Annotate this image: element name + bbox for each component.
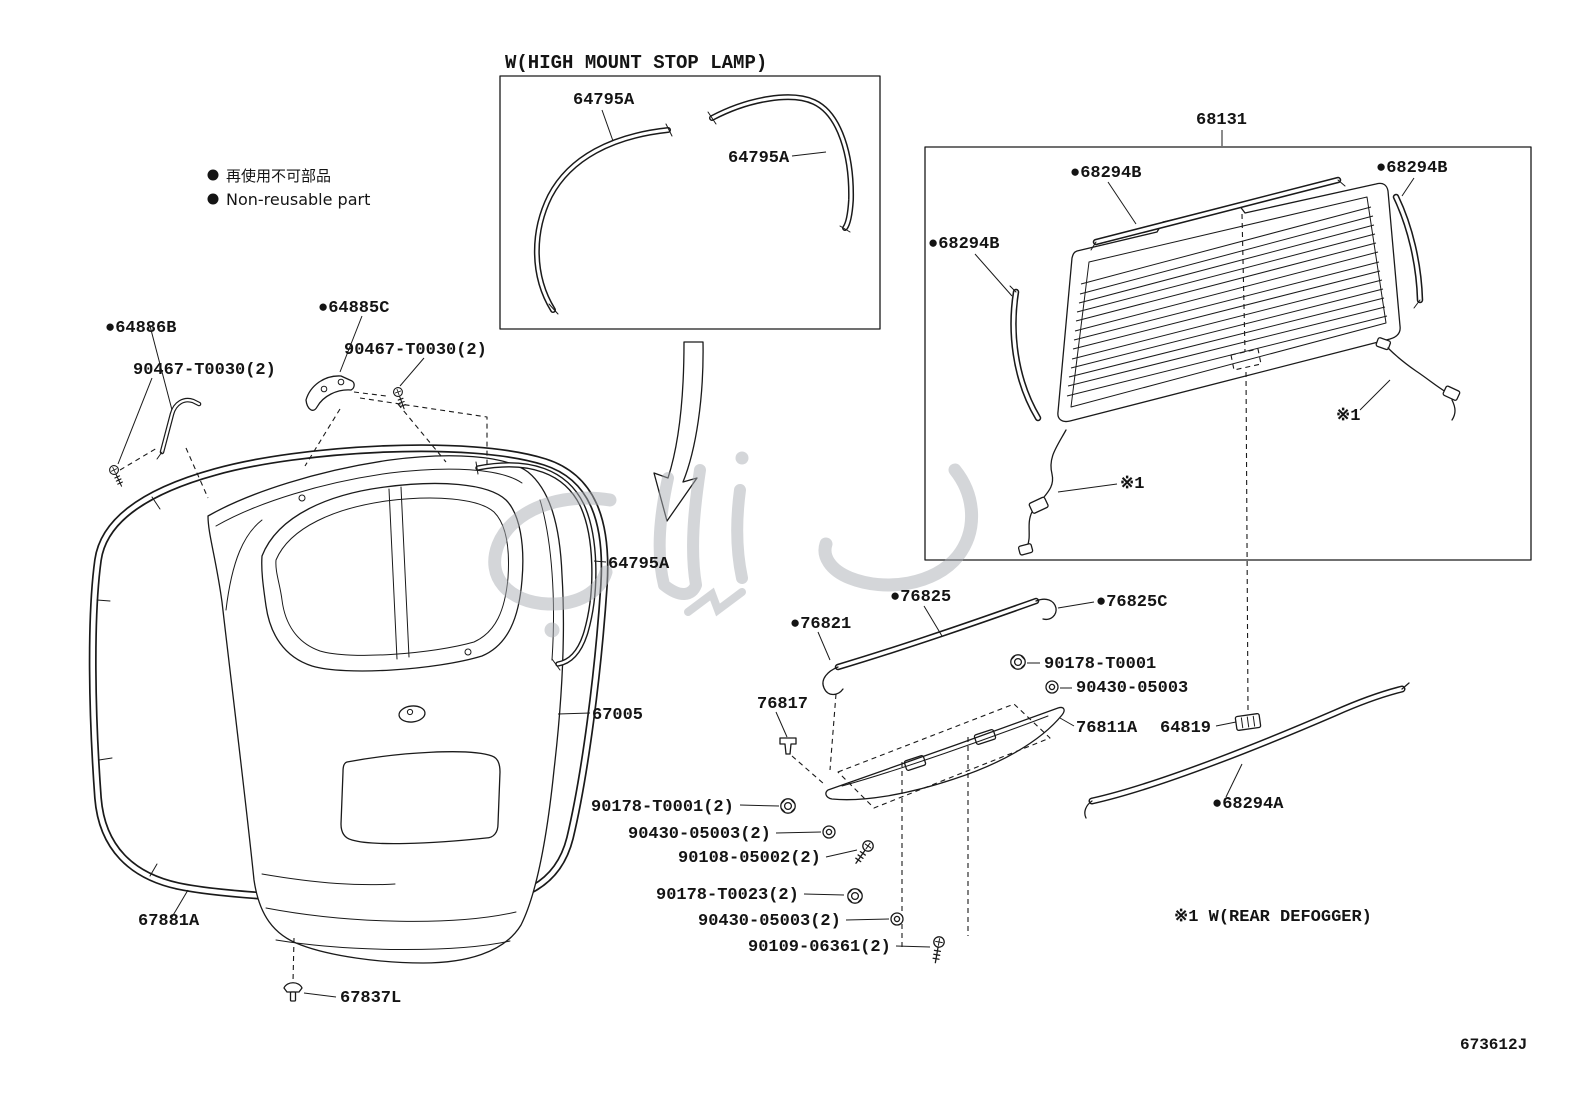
part-label-68294b-right: ●68294B bbox=[1376, 159, 1447, 178]
garnish-dashed-alignment bbox=[791, 693, 1051, 950]
part-label-67005: 67005 bbox=[592, 706, 643, 725]
watermark bbox=[488, 451, 978, 638]
ref-label-left: ※1 bbox=[1120, 475, 1144, 494]
stop-lamp-box-title: W(HIGH MOUNT STOP LAMP) bbox=[505, 52, 767, 74]
part-label-67837l: 67837L bbox=[340, 989, 401, 1008]
part-label-90467-t0030-b: 90467-T0030(2) bbox=[344, 341, 487, 360]
ref-label-right: ※1 bbox=[1336, 407, 1360, 426]
washer-90430-05003-2-icon bbox=[822, 825, 836, 839]
part-label-68131: 68131 bbox=[1196, 111, 1247, 130]
nut-90178-t0001-2-icon bbox=[780, 798, 796, 814]
part-label-90430-05003-2: 90430-05003(2) bbox=[628, 825, 771, 844]
part-label-90430-05003: 90430-05003 bbox=[1076, 679, 1188, 698]
rear-glass bbox=[1057, 182, 1401, 423]
washer-90430-05003-2b-icon bbox=[890, 912, 904, 926]
part-label-64819: 64819 bbox=[1160, 719, 1211, 738]
part-label-67881a: 67881A bbox=[138, 912, 200, 931]
glass-molding-top bbox=[1090, 176, 1346, 251]
part-label-64795a-door: 64795A bbox=[608, 555, 670, 574]
part-label-64885c: ●64885C bbox=[318, 299, 389, 318]
clip-67837l-alignment-line bbox=[292, 937, 295, 983]
washer-90430-05003-icon bbox=[1045, 680, 1059, 694]
back-door-garnish-76811a bbox=[825, 706, 1065, 801]
clip-67837l bbox=[283, 982, 303, 1002]
non-reusable-bullet-icon bbox=[207, 169, 219, 181]
glass-clip-alignment-line bbox=[1245, 371, 1249, 711]
glass-molding-right bbox=[1392, 193, 1424, 309]
stop-lamp-box bbox=[499, 75, 881, 330]
legend-japanese: 再使用不可部品 bbox=[226, 167, 331, 185]
defogger-grid-lines bbox=[1066, 206, 1388, 397]
defogger-wire-right bbox=[1375, 337, 1461, 421]
pointer-arrow bbox=[653, 341, 704, 522]
part-label-64795a-box-left: 64795A bbox=[573, 91, 635, 110]
leader-lines bbox=[117, 109, 1415, 998]
legend-english: Non-reusable part bbox=[226, 190, 370, 209]
part-label-76825: ●76825 bbox=[890, 588, 951, 607]
molding-end-76825c bbox=[1035, 598, 1057, 621]
bracket-64886b bbox=[156, 397, 202, 460]
part-label-76821: ●76821 bbox=[790, 615, 851, 634]
back-door-panel bbox=[207, 455, 565, 964]
part-label-64886b: ●64886B bbox=[105, 319, 176, 338]
part-label-76811a: 76811A bbox=[1076, 719, 1138, 738]
part-label-90108-05002-2: 90108-05002(2) bbox=[678, 849, 821, 868]
part-label-68294b-top: ●68294B bbox=[1070, 164, 1141, 183]
part-label-64795a-box-right: 64795A bbox=[728, 149, 790, 168]
part-label-90430-05003-2b: 90430-05003(2) bbox=[698, 912, 841, 931]
part-label-68294b-left: ●68294B bbox=[928, 235, 999, 254]
part-label-90109-06361-2: 90109-06361(2) bbox=[748, 938, 891, 957]
rear-glass-box bbox=[924, 146, 1532, 561]
part-label-90467-t0030-a: 90467-T0030(2) bbox=[133, 361, 276, 380]
nut-90178-t0023-icon bbox=[847, 888, 863, 904]
clip-64819 bbox=[1234, 713, 1262, 731]
glass-molding-left bbox=[1009, 285, 1042, 422]
nut-90178-t0001-icon bbox=[1010, 654, 1026, 670]
part-label-90178-t0001-2: 90178-T0001(2) bbox=[591, 798, 734, 817]
part-label-90178-t0001: 90178-T0001 bbox=[1044, 655, 1156, 674]
non-reusable-bullet-icon bbox=[207, 193, 219, 205]
part-label-90178-t0023-2: 90178-T0023(2) bbox=[656, 886, 799, 905]
molding-end-76821 bbox=[822, 666, 844, 696]
part-label-76825c: ●76825C bbox=[1096, 593, 1167, 612]
emblem bbox=[398, 705, 426, 723]
clip-dashed-links bbox=[119, 391, 488, 499]
defogger-wire-left bbox=[1017, 429, 1067, 556]
diagram-code: 673612J bbox=[1460, 1036, 1527, 1054]
door-window-seal-strip bbox=[475, 461, 597, 671]
part-label-76817: 76817 bbox=[757, 695, 808, 714]
footnote-rear-defogger: ※1 W(REAR DEFOGGER) bbox=[1174, 908, 1372, 927]
part-label-68294a: ●68294A bbox=[1212, 795, 1284, 814]
molding-68294a bbox=[1084, 682, 1410, 819]
bracket-64885c bbox=[305, 375, 355, 411]
clip-76817 bbox=[779, 737, 797, 755]
